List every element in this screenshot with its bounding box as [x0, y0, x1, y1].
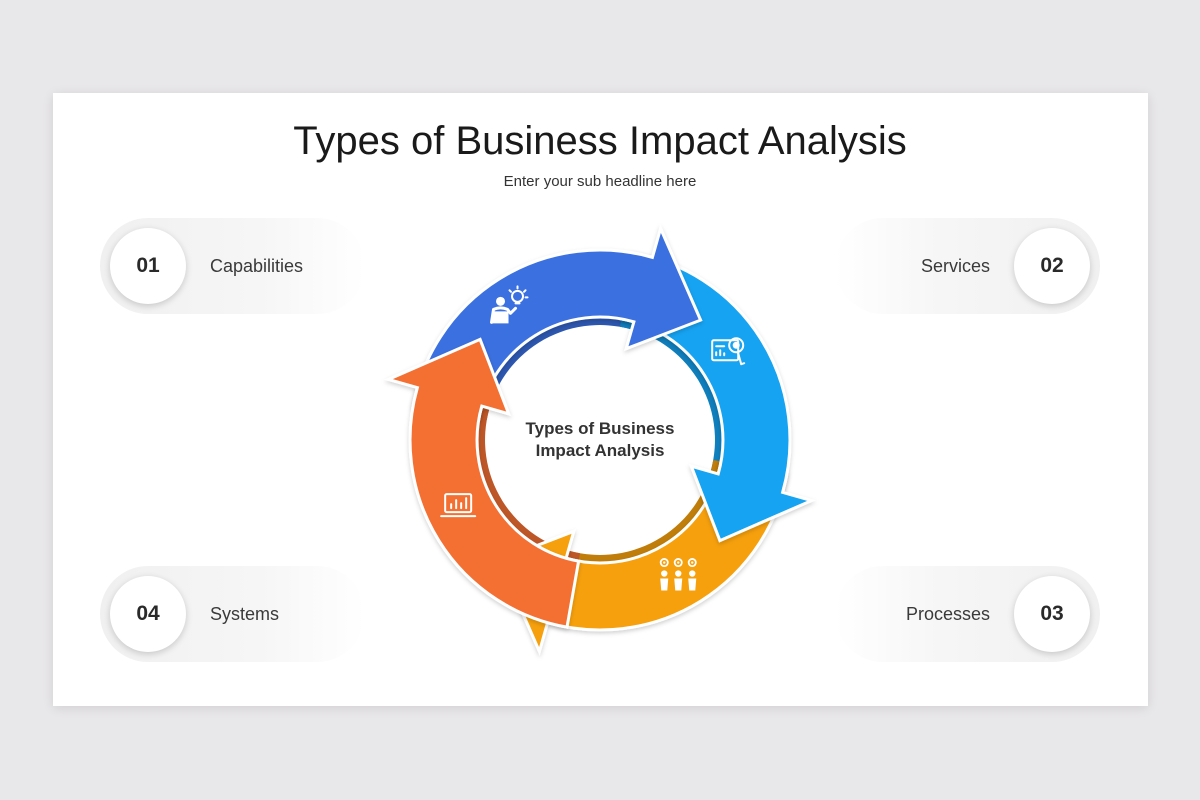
item-services: 02 Services	[835, 218, 1100, 314]
team-gears-icon	[659, 558, 697, 591]
item-label: Capabilities	[210, 256, 304, 276]
item-capabilities: 01 Capabilities	[100, 218, 365, 314]
businessman-idea-icon	[490, 285, 529, 324]
item-number-badge: 03	[1014, 576, 1090, 652]
item-label: Processes	[905, 604, 990, 624]
item-number-badge: 02	[1014, 228, 1090, 304]
item-number-badge: 04	[110, 576, 186, 652]
arrow-inner-lip	[476, 314, 635, 420]
center-label: Types of Business Impact Analysis	[525, 419, 675, 460]
cycle-arrow-systems	[384, 337, 581, 629]
item-number-badge: 01	[110, 228, 186, 304]
item-label: Services	[920, 256, 990, 276]
page-subtitle: Enter your sub headline here	[503, 173, 697, 190]
page-title: Types of Business Impact Analysis	[293, 119, 907, 163]
arrow-inner-lip	[474, 405, 580, 564]
item-processes: 03 Processes	[835, 566, 1100, 662]
arrow-inner-lip	[565, 460, 724, 566]
report-analysis-icon	[711, 337, 746, 366]
item-label: Systems	[210, 604, 280, 624]
item-systems: 04 Systems	[100, 566, 365, 662]
laptop-chart-icon	[440, 493, 477, 518]
arrow-inner-lip	[620, 316, 726, 475]
